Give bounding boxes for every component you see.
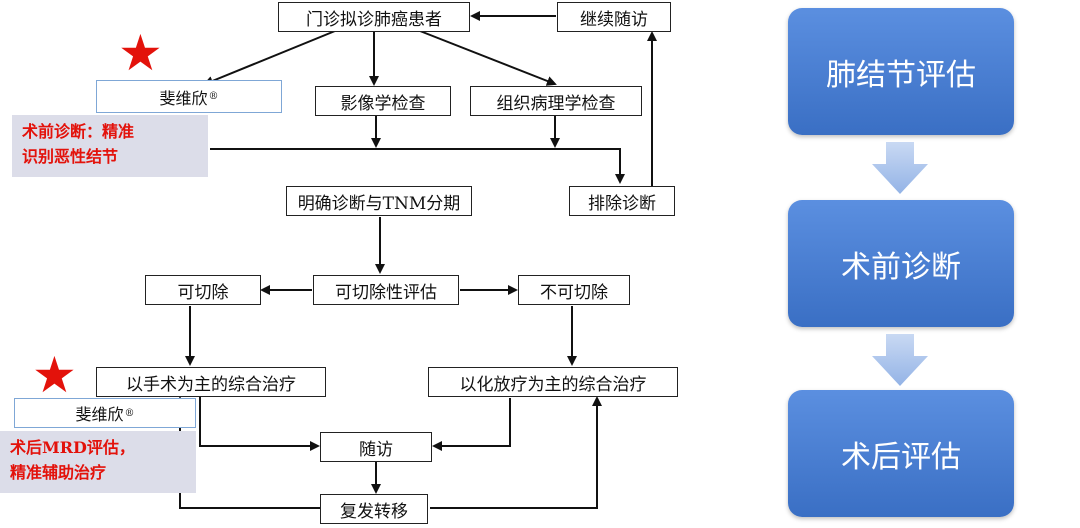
arrow-outpatient-to-pathology <box>419 30 557 86</box>
stage-postop-assessment: 术后评估 <box>788 390 1014 517</box>
line-chemo-to-followup <box>432 398 511 451</box>
line-to-exclude <box>210 148 625 184</box>
node-resectable: 可切除 <box>145 275 261 305</box>
annotation-note-preop: 术前诊断：精准 识别恶性结节 <box>12 115 208 177</box>
arrow-outpatient-to-product <box>203 30 336 86</box>
node-chemo-treatment: 以化放疗为主的综合治疗 <box>428 367 678 397</box>
node-diagnosis-tnm: 明确诊断与TNM分期 <box>286 186 472 216</box>
product-name: 斐维欣 <box>75 405 124 424</box>
stage-preop-diagnosis: 术前诊断 <box>788 200 1014 327</box>
registered-mark: ® <box>124 407 135 419</box>
node-pathology: 组织病理学检查 <box>470 86 642 116</box>
node-unresectable: 不可切除 <box>518 275 630 305</box>
node-resectable-eval: 可切除性评估 <box>313 275 459 305</box>
node-outpatient: 门诊拟诊肺癌患者 <box>278 2 470 32</box>
node-continue-follow-up: 继续随访 <box>557 2 671 32</box>
annotation-note-postop: 术后MRD评估， 精准辅助治疗 <box>0 431 196 493</box>
node-surgery-treatment: 以手术为主的综合治疗 <box>96 367 326 397</box>
star-icon: ★ <box>118 24 163 82</box>
node-exclude: 排除诊断 <box>569 186 675 216</box>
stage-nodule-assessment: 肺结节评估 <box>788 8 1014 135</box>
note-line: 精准辅助治疗 <box>10 463 107 482</box>
node-follow-up: 随访 <box>320 432 432 462</box>
note-line: 识别恶性结节 <box>22 147 119 166</box>
node-recurrence: 复发转移 <box>320 494 428 524</box>
product-label: 斐维欣® <box>96 80 282 113</box>
registered-mark: ® <box>208 91 219 102</box>
note-line: 术后MRD评估， <box>10 438 135 457</box>
down-arrow-icon <box>872 334 928 386</box>
line-recurrence-to-chemo <box>430 396 602 509</box>
product-label: 斐维欣® <box>14 398 196 428</box>
line-surgery-to-followup <box>199 396 320 451</box>
node-imaging: 影像学检查 <box>315 86 451 116</box>
product-name: 斐维欣 <box>159 88 208 108</box>
star-icon: ★ <box>32 346 77 404</box>
note-line: 术前诊断：精准 <box>22 122 135 141</box>
down-arrow-icon <box>872 142 928 194</box>
